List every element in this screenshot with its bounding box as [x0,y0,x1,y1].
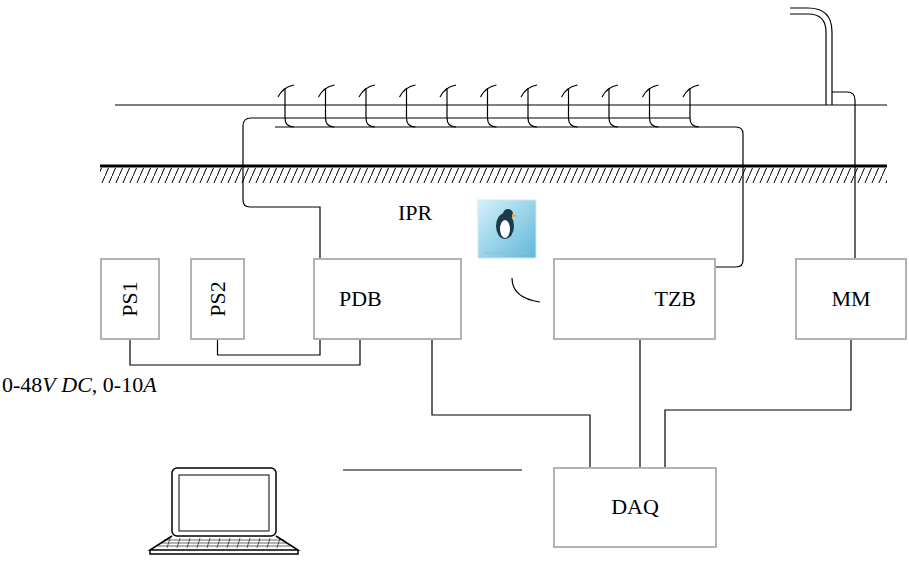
laptop-icon [150,468,298,554]
equipment-box: MM [795,258,907,340]
box-label: DAQ [611,495,659,519]
supply-rating: 0-48V DC, 0-10A [2,373,157,397]
signal-wire [218,340,321,355]
signal-wire [432,340,590,467]
signal-wire [130,340,360,365]
box-label: PDB [339,287,382,311]
ipr-icon [478,200,536,258]
box-label: TZB [654,287,696,311]
signal-wire [665,340,851,467]
box-label: PS1 [118,281,142,316]
heater-symbols [278,85,699,127]
equipment-box: PS2 [190,258,245,340]
equipment-box: DAQ [553,467,717,548]
instrument-label: IPR [398,201,432,225]
equipment-box: TZB [553,258,716,340]
equipment-box: PDB [313,258,462,340]
equipment-box: PS1 [100,258,160,340]
signal-wire [639,340,640,467]
box-label: MM [831,287,870,311]
box-label: PS2 [205,281,229,316]
